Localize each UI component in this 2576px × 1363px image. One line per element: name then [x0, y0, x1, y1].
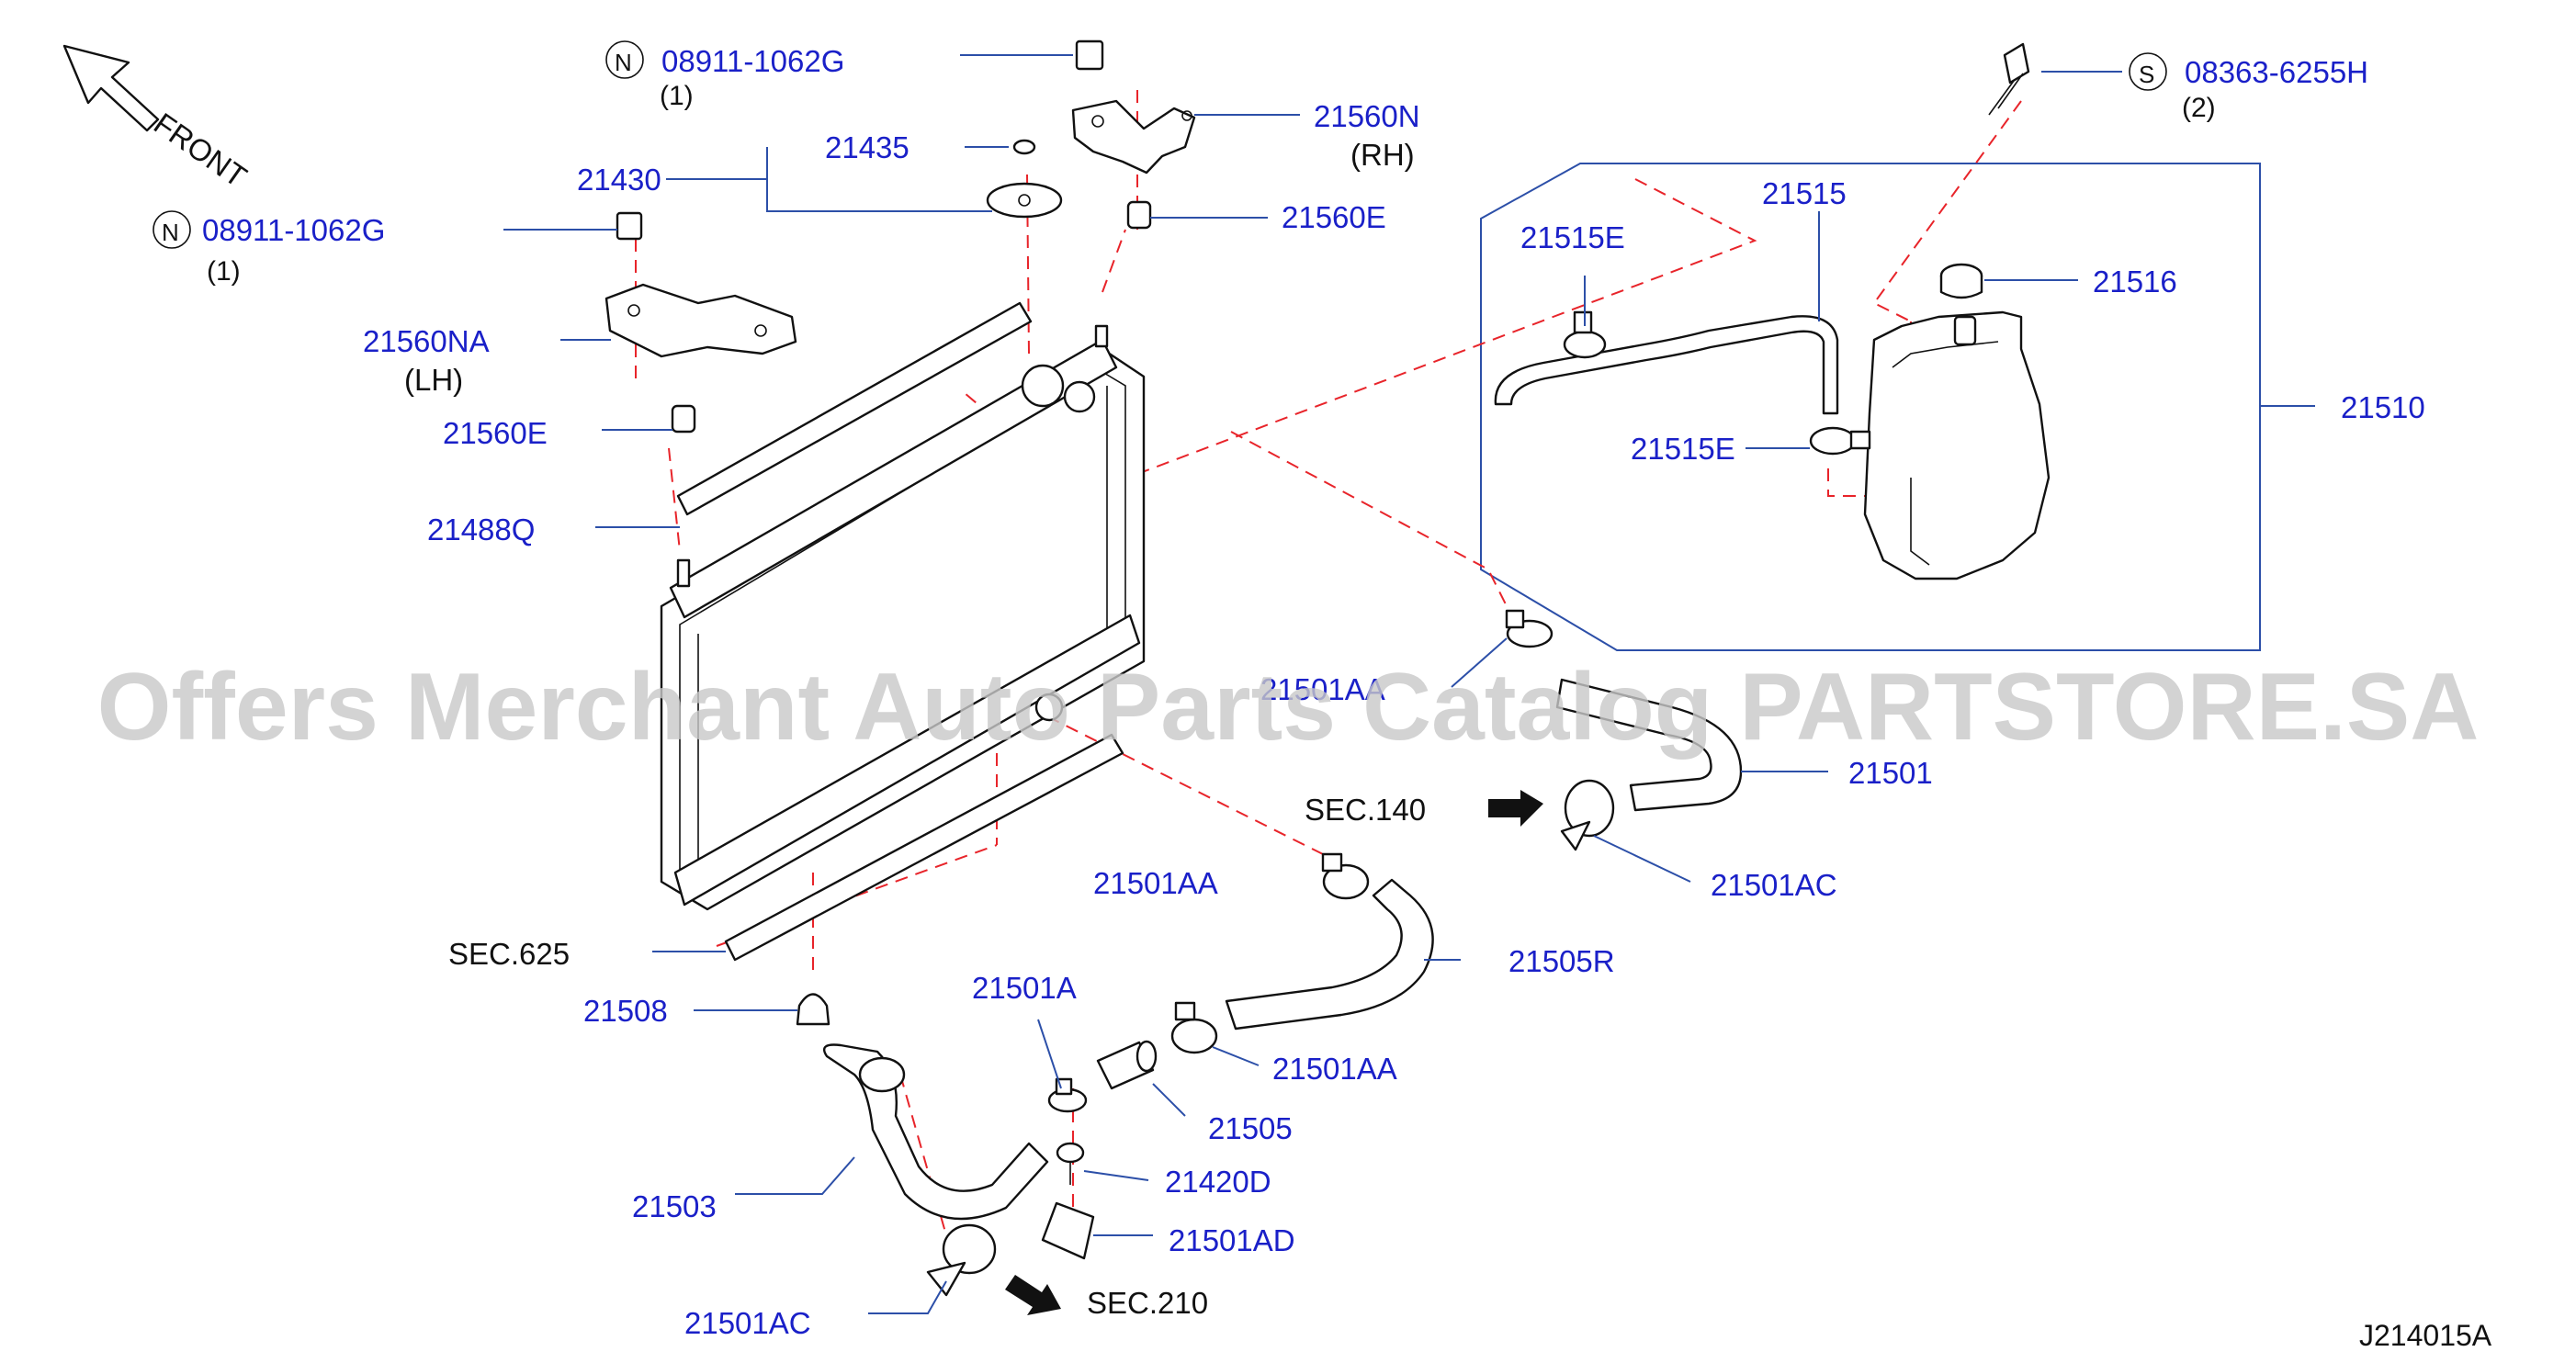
reservoir-group-outline: [1480, 163, 2261, 651]
label-21560E-top: 21560E: [1282, 200, 1386, 234]
reservoir-tank-21510: [1863, 310, 2051, 580]
radiator-cap-icon: [1021, 364, 1065, 408]
label-21516: 21516: [2093, 265, 2177, 299]
label-21501AC-bottom: 21501AC: [684, 1306, 811, 1340]
clamp-21501AA-low: [1170, 1001, 1218, 1054]
lower-hose-21505R: [1225, 878, 1434, 1031]
label-08911-top: 08911-1062G: [661, 44, 844, 78]
diagram-code: J214015A: [2359, 1319, 2492, 1352]
label-08363: 08363-6255H: [2185, 55, 2368, 89]
label-21435: 21435: [825, 130, 910, 164]
label-21430: 21430: [577, 163, 661, 197]
watermark: Offers Merchant Auto Parts Catalog PARTS…: [97, 654, 2480, 760]
label-21515E-top: 21515E: [1520, 220, 1625, 254]
grommet-21560E-left: [671, 404, 696, 434]
qty-08911-left: (1): [207, 256, 241, 287]
n-circle-icon-top: [605, 40, 644, 79]
label-21501A: 21501A: [972, 971, 1077, 1005]
screw-21420D: [1056, 1142, 1085, 1185]
clamp-21515E-bottom: [1809, 426, 1871, 456]
label-21488Q: 21488Q: [427, 513, 535, 546]
upper-seal-21488Q: [676, 301, 1033, 516]
reservoir-cap-21516: [1939, 263, 1983, 299]
grommet-21560E-top: [1126, 200, 1152, 230]
clamp-21501AA-mid: [1505, 609, 1554, 648]
qty-08363: (2): [2182, 93, 2216, 123]
label-21501AA-mid: 21501AA: [1260, 672, 1385, 706]
label-21503: 21503: [632, 1189, 717, 1223]
arrow-sec210-icon: [1005, 1275, 1061, 1315]
label-21560N: 21560N: [1314, 99, 1420, 133]
bracket-21560N: [1071, 99, 1196, 175]
label-sec210: SEC.210: [1087, 1286, 1208, 1320]
label-21501AD: 21501AD: [1169, 1223, 1295, 1257]
label-21505: 21505: [1208, 1111, 1293, 1145]
clip-21501AD: [1041, 1201, 1095, 1260]
front-label: FRONT: [148, 106, 253, 193]
label-21505R: 21505R: [1508, 944, 1615, 978]
label-21560E-left: 21560E: [443, 416, 548, 450]
label-lh: (LH): [404, 363, 463, 397]
label-21501: 21501: [1848, 756, 1933, 790]
nut-icon-top: [1075, 39, 1104, 71]
pipe-21505: [1096, 1040, 1158, 1090]
clamp-21515E-top: [1563, 310, 1607, 359]
clamp-21501AC-right: [1560, 779, 1615, 851]
radiator-core: [660, 324, 1146, 911]
label-sec140: SEC.140: [1305, 793, 1426, 827]
bolt-08363-6255H: [1988, 42, 2030, 116]
n-prefix-left: N: [162, 219, 179, 246]
s-prefix: S: [2139, 61, 2154, 88]
label-rh: (RH): [1350, 138, 1415, 172]
front-arrow-icon: [62, 44, 160, 132]
n-prefix-top: N: [615, 49, 632, 76]
label-21501AA-low: 21501AA: [1272, 1052, 1397, 1086]
nut-icon-left: [616, 211, 643, 241]
overflow-hose-21515: [1494, 315, 1839, 415]
label-sec625: SEC.625: [448, 937, 570, 971]
label-21508: 21508: [583, 994, 668, 1028]
arrow-sec140-icon: [1488, 790, 1543, 827]
lower-seal-sec625: [724, 733, 1124, 962]
clamp-21501A: [1047, 1077, 1088, 1113]
label-21420D: 21420D: [1165, 1165, 1271, 1199]
label-21515: 21515: [1762, 176, 1847, 210]
label-21560NA: 21560NA: [363, 324, 490, 358]
clamp-21501AC-bottom: [926, 1223, 997, 1297]
clamp-21501AA-left: [1321, 852, 1370, 900]
qty-08911-top: (1): [660, 81, 694, 111]
label-21510: 21510: [2341, 390, 2425, 424]
label-21515E-bottom: 21515E: [1631, 432, 1735, 466]
gasket-21430: [986, 182, 1063, 219]
bracket-21560NA: [604, 283, 797, 358]
upper-hose-21501: [1555, 678, 1743, 812]
label-21501AC-right: 21501AC: [1711, 868, 1837, 902]
grommet-21508: [796, 993, 830, 1026]
label-08911-left: 08911-1062G: [202, 213, 385, 247]
oring-21435: [1012, 139, 1036, 155]
s-circle-icon: [2129, 52, 2167, 91]
n-circle-icon-left: [153, 210, 191, 249]
leader-lines: [503, 54, 2315, 1314]
label-21501AA-left: 21501AA: [1093, 866, 1218, 900]
lower-hose-21503: [822, 1043, 1049, 1221]
